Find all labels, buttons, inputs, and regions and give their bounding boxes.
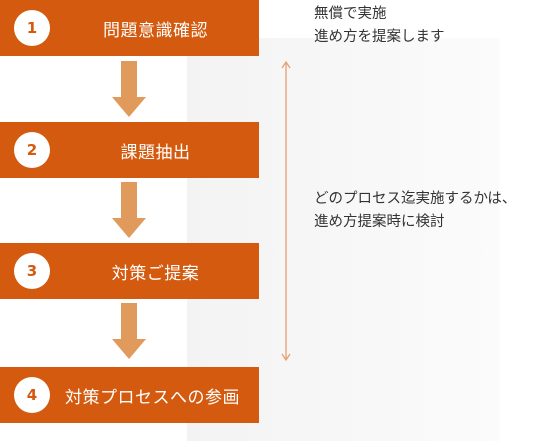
note-middle-line-2: 進め方提案時に検討 <box>314 214 445 230</box>
down-arrow-icon <box>112 61 146 117</box>
step-2-issue-extraction: 2 課題抽出 <box>0 122 259 178</box>
note-top-line-2: 進め方を提案します <box>314 29 445 45</box>
down-arrow-icon <box>112 182 146 238</box>
range-double-arrow-icon <box>281 60 291 362</box>
step-4-process-participation: 4 対策プロセスへの参画 <box>0 367 259 423</box>
down-arrow-icon <box>112 303 146 359</box>
step-4-label: 対策プロセスへの参画 <box>65 387 240 408</box>
step-3-number-badge: 3 <box>14 253 50 289</box>
step-1-problem-awareness: 1 問題意識確認 <box>0 0 259 56</box>
scope-decision-note: どのプロセス迄実施するかは、 進め方提案時に検討 <box>314 188 516 234</box>
step-3-countermeasure-proposal: 3 対策ご提案 <box>0 243 259 299</box>
step-2-number-badge: 2 <box>14 132 50 168</box>
note-top-line-1: 無償で実施 <box>314 6 387 22</box>
free-of-charge-note: 無償で実施 進め方を提案します <box>314 3 445 49</box>
step-2-label: 課題抽出 <box>120 142 191 163</box>
step-3-label: 対策ご提案 <box>111 263 200 284</box>
note-middle-line-1: どのプロセス迄実施するかは、 <box>314 191 517 207</box>
step-1-label: 問題意識確認 <box>103 20 208 41</box>
step-4-number-badge: 4 <box>14 377 50 413</box>
step-1-number-badge: 1 <box>14 10 50 46</box>
